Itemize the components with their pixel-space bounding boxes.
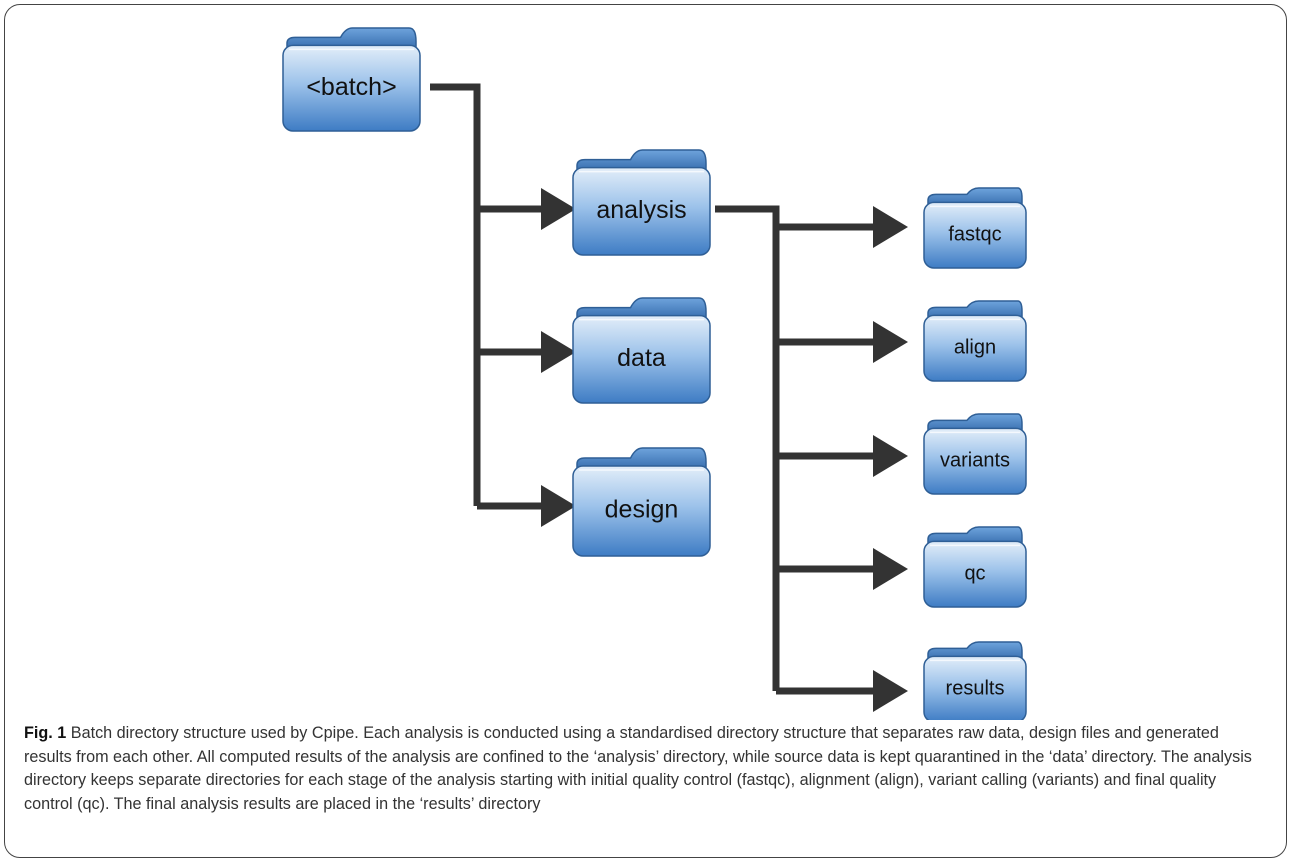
folder-label-qc: qc — [964, 562, 985, 584]
folder-body — [572, 314, 711, 404]
directory-tree-diagram: <batch> analysis data design fastqc align vari… — [282, 27, 1027, 720]
figure-caption: Fig. 1 Batch directory structure used by… — [24, 722, 1269, 816]
folder-label-design: design — [605, 496, 679, 524]
folder-body — [923, 427, 1027, 495]
folder-body — [572, 465, 711, 557]
folder-analysis[interactable]: analysis — [572, 149, 711, 256]
folder-fastqc[interactable]: fastqc — [923, 187, 1027, 269]
folder-label-batch: <batch> — [306, 73, 396, 101]
figure-frame — [4, 4, 1287, 858]
folder-label-results: results — [946, 677, 1005, 699]
folder-body — [923, 201, 1027, 269]
folder-label-align: align — [954, 336, 996, 358]
analysis-trunk-line — [715, 205, 780, 691]
folder-label-variants: variants — [940, 449, 1010, 471]
caption-label: Fig. 1 — [24, 724, 67, 742]
folder-variants[interactable]: variants — [923, 413, 1027, 495]
batch-trunk-line — [430, 83, 481, 506]
folder-body — [923, 540, 1027, 608]
folder-body — [282, 44, 421, 132]
folder-body — [923, 655, 1027, 720]
folder-label-analysis: analysis — [596, 196, 686, 224]
folder-label-fastqc: fastqc — [948, 223, 1001, 245]
folder-align[interactable]: align — [923, 300, 1027, 382]
folder-body — [923, 314, 1027, 382]
folder-qc[interactable]: qc — [923, 526, 1027, 608]
folder-body — [572, 166, 711, 256]
caption-text: Batch directory structure used by Cpipe.… — [24, 724, 1252, 813]
folder-label-data: data — [617, 344, 666, 372]
connector-lines — [430, 83, 908, 712]
folder-data[interactable]: data — [572, 297, 711, 404]
folder-design[interactable]: design — [572, 447, 711, 557]
folder-results[interactable]: results — [923, 641, 1027, 720]
folder-batch[interactable]: <batch> — [282, 27, 421, 132]
